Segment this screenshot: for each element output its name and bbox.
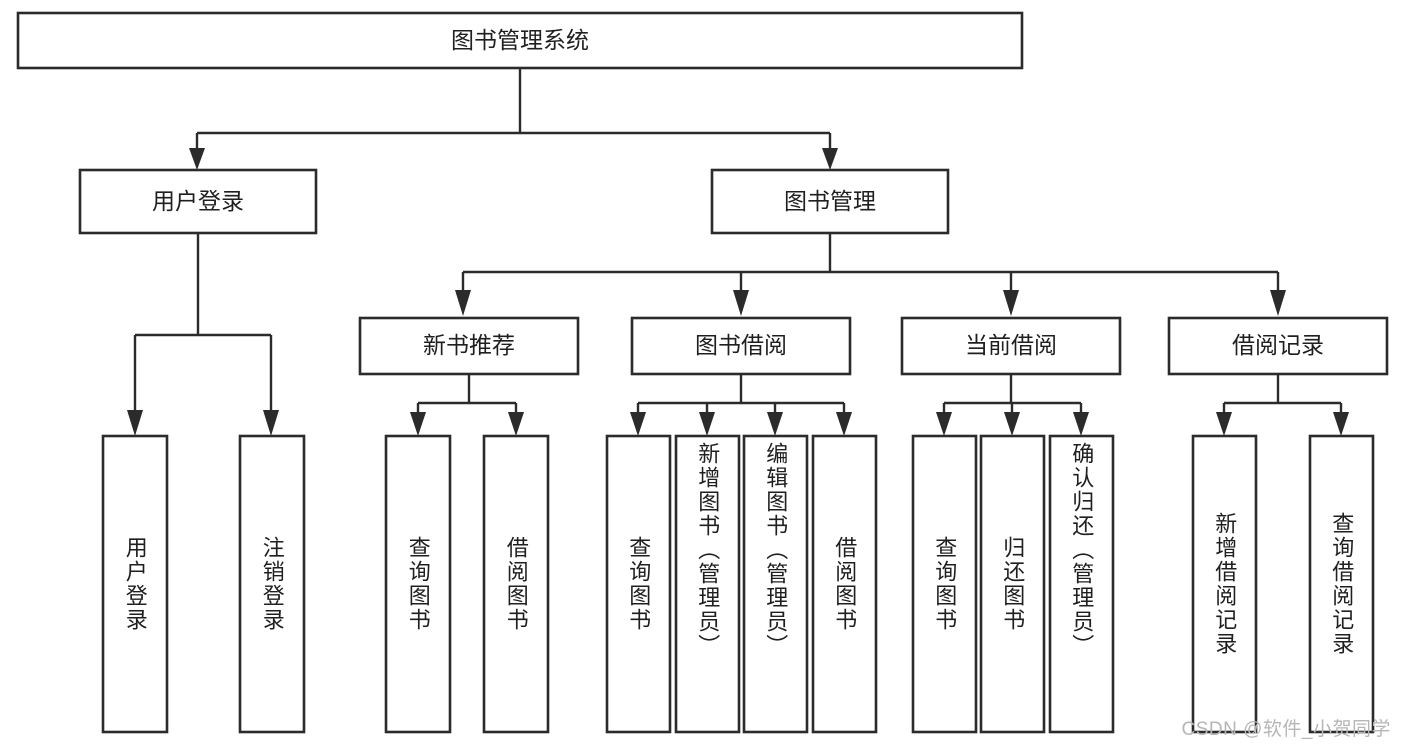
arrowhead-leaf-edit-book [767, 412, 783, 436]
arrowhead-current-borrow [1003, 290, 1019, 316]
arrowhead-leaf-user-logout [263, 410, 279, 436]
node-label-new-book-recommend: 新书推荐 [423, 332, 515, 358]
arrowhead-book-borrow [733, 290, 749, 316]
node-box-book-manage[interactable] [710, 168, 950, 235]
arrowhead-leaf-return-book [1004, 412, 1020, 436]
node-box-leaf-user-login[interactable] [101, 434, 169, 734]
node-box-current-borrow[interactable] [900, 316, 1122, 376]
node-box-book-borrow[interactable] [630, 316, 852, 376]
node-label-user-login: 用户登录 [152, 188, 244, 214]
node-box-new-book-recommend[interactable] [358, 316, 580, 376]
node-box-leaf-add-record[interactable] [1191, 434, 1258, 734]
node-box-leaf-query-book-1[interactable] [384, 434, 452, 734]
arrowhead-book-manage [822, 148, 838, 170]
node-label-current-borrow: 当前借阅 [965, 332, 1057, 358]
node-label-borrow-record: 借阅记录 [1232, 332, 1324, 358]
node-box-leaf-user-logout[interactable] [238, 434, 306, 734]
watermark-text: CSDN @软件_小贺同学 [1181, 719, 1391, 740]
edge-group-borrow-record [1216, 374, 1349, 436]
node-label-root: 图书管理系统 [451, 27, 589, 53]
edge-group-new-book-recommend [410, 374, 524, 436]
edge-group-user-login [127, 233, 279, 436]
node-box-leaf-edit-book[interactable] [742, 434, 809, 734]
node-box-leaf-confirm-return[interactable] [1048, 434, 1115, 734]
arrowhead-leaf-query-record [1333, 412, 1349, 436]
edge-group-root [189, 68, 838, 170]
arrowhead-borrow-record [1270, 290, 1286, 316]
node-box-leaf-query-book-2[interactable] [605, 434, 672, 734]
node-label-book-manage: 图书管理 [784, 188, 876, 214]
edge-group-book-borrow [630, 374, 852, 436]
node-box-leaf-borrow-book-2[interactable] [811, 434, 878, 734]
node-box-leaf-borrow-book-1[interactable] [482, 434, 550, 734]
arrowhead-leaf-borrow-book-1 [508, 412, 524, 436]
arrowhead-leaf-query-book-3 [936, 412, 952, 436]
arrowhead-leaf-query-book-2 [630, 412, 646, 436]
node-box-leaf-query-record[interactable] [1308, 434, 1375, 734]
arrowhead-leaf-add-record [1216, 412, 1232, 436]
edge-group-current-borrow [936, 374, 1089, 436]
node-box-root[interactable] [16, 11, 1024, 70]
arrowhead-leaf-borrow-book-2 [836, 412, 852, 436]
arrowhead-leaf-user-login [127, 410, 143, 436]
node-box-leaf-query-book-3[interactable] [911, 434, 978, 734]
node-box-leaf-return-book[interactable] [979, 434, 1046, 734]
node-box-user-login[interactable] [78, 168, 318, 235]
node-box-borrow-record[interactable] [1167, 316, 1389, 376]
edge-group-book-manage [455, 233, 1286, 316]
arrowhead-new-book-recommend [455, 290, 471, 316]
arrowhead-leaf-add-book [699, 412, 715, 436]
arrowhead-leaf-confirm-return [1073, 412, 1089, 436]
node-box-leaf-add-book[interactable] [674, 434, 741, 734]
arrowhead-leaf-query-book-1 [410, 412, 426, 436]
arrowhead-user-login [189, 148, 205, 170]
node-label-book-borrow: 图书借阅 [695, 332, 787, 358]
